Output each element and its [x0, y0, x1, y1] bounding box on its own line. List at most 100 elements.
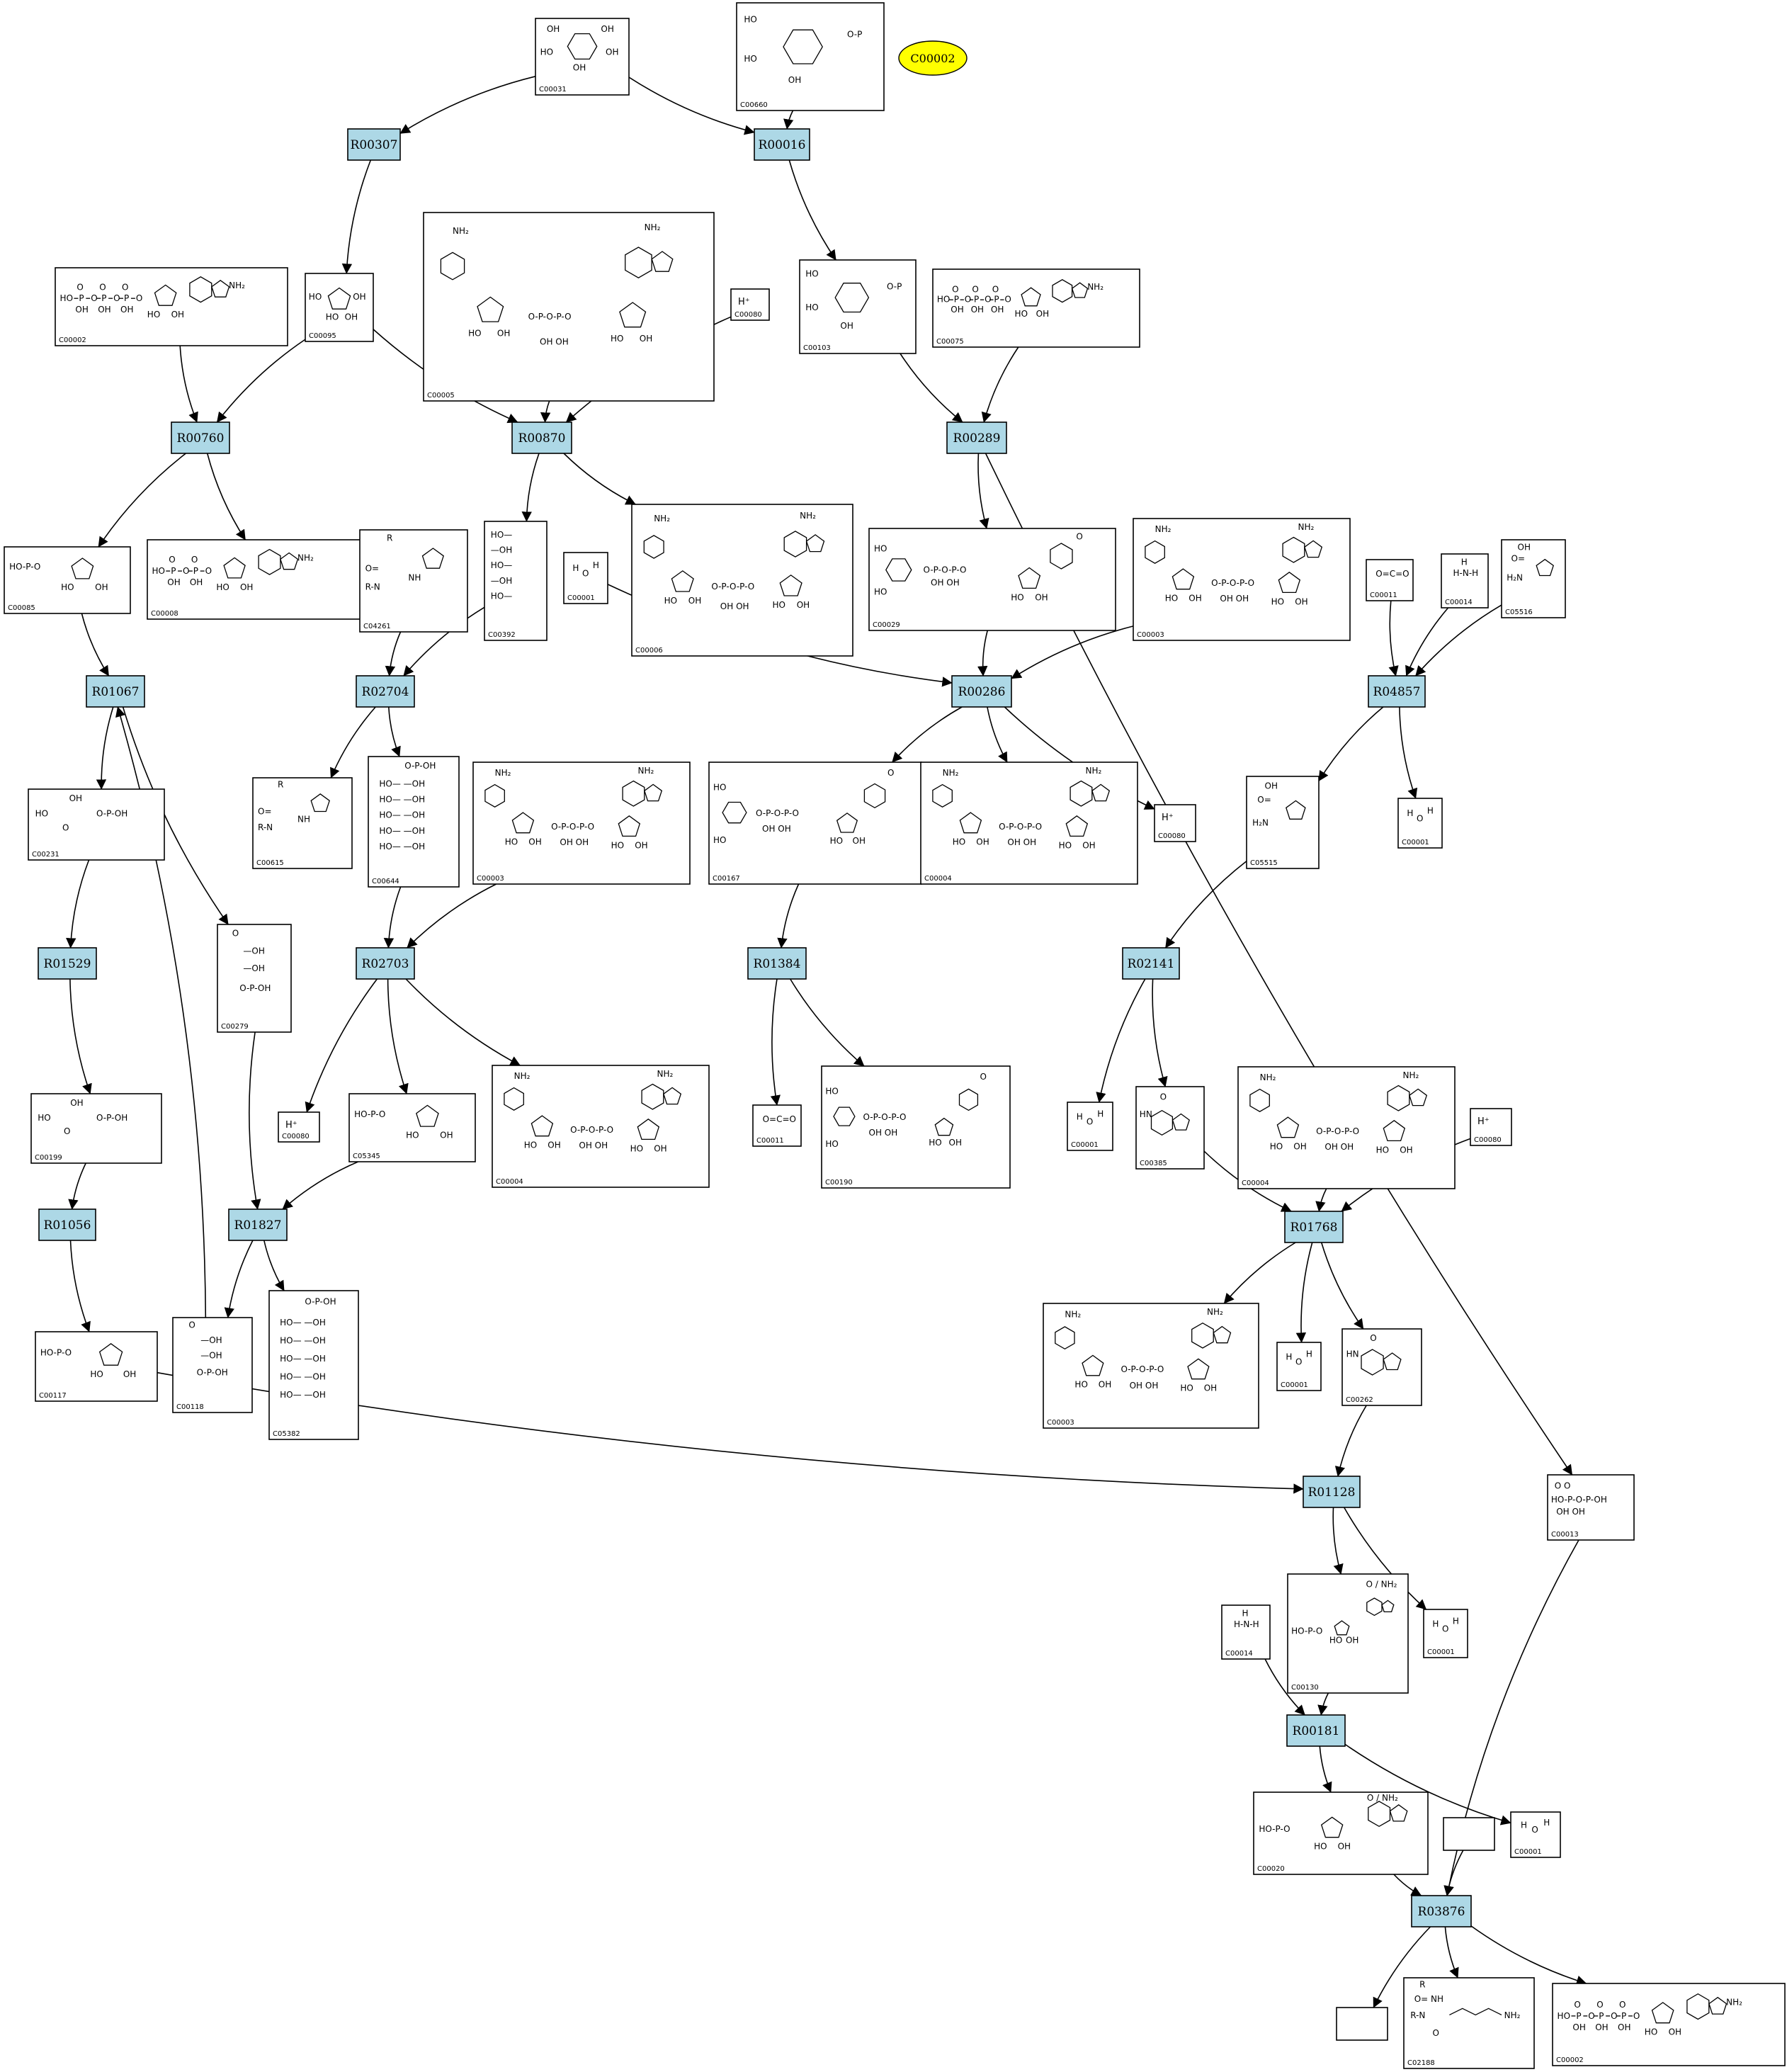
reaction-node[interactable]: R02703 — [356, 947, 415, 980]
reaction-node[interactable]: R01529 — [38, 947, 97, 980]
compound-box — [278, 1111, 320, 1143]
water-icon: HOH — [1432, 1617, 1459, 1634]
reaction-node[interactable]: R04857 — [1368, 675, 1426, 708]
atom-label: O= — [258, 806, 272, 816]
atom-label: —OH — [491, 545, 512, 555]
reaction-edge — [282, 1161, 358, 1210]
reaction-node[interactable]: R01768 — [1284, 1211, 1344, 1243]
compound-box — [1043, 1303, 1259, 1429]
compound-node[interactable]: H⁺C00080 — [1154, 804, 1196, 842]
reaction-node[interactable]: R01384 — [747, 947, 807, 980]
compound-box — [1423, 1609, 1468, 1658]
compound-node[interactable]: H⁺C00080 — [278, 1111, 320, 1143]
reaction-node[interactable]: R02704 — [356, 675, 415, 708]
reaction-node[interactable]: R01067 — [86, 675, 145, 708]
reaction-node[interactable]: R00286 — [951, 675, 1012, 708]
atom-label: NH₂ — [1726, 1998, 1742, 2008]
reaction-node[interactable]: R01128 — [1303, 1476, 1361, 1508]
atom-label: HO — [664, 596, 677, 606]
reaction-node[interactable]: R00289 — [946, 421, 1007, 454]
atom-label: H — [1427, 805, 1434, 815]
compound-box — [563, 552, 608, 604]
reaction-node[interactable]: R01056 — [38, 1208, 96, 1241]
reaction-node[interactable]: R00307 — [347, 128, 401, 161]
reaction-node[interactable]: R00181 — [1286, 1714, 1346, 1747]
reaction-node[interactable]: R01827 — [228, 1208, 288, 1241]
reaction-edge — [1223, 1242, 1296, 1304]
compound-node[interactable] — [1443, 1817, 1495, 1851]
atom-label: —OH — [200, 1351, 222, 1361]
highlight-marker[interactable]: C00002 — [898, 40, 968, 76]
reaction-box — [951, 675, 1012, 708]
reaction-node[interactable]: R00870 — [511, 421, 572, 454]
reaction-node[interactable]: R00760 — [171, 421, 230, 454]
reaction-node[interactable]: R00016 — [754, 128, 810, 161]
atom-label: HO — [309, 292, 322, 302]
compound-node[interactable]: H⁺C00080 — [730, 288, 770, 321]
compound-node[interactable] — [1336, 2007, 1388, 2041]
water-icon: HOH — [1407, 805, 1434, 823]
atom-label: OH OH — [720, 601, 749, 611]
reaction-box — [356, 675, 415, 708]
compound-box — [1336, 2007, 1388, 2041]
atom-label: P — [79, 293, 84, 303]
reaction-edge — [1096, 978, 1146, 1103]
reaction-edge — [1152, 978, 1168, 1087]
reaction-node[interactable]: R03876 — [1411, 1895, 1472, 1927]
reaction-node[interactable]: R02141 — [1122, 947, 1180, 980]
atom-label: HO — [1329, 1635, 1342, 1645]
compound-node[interactable]: H⁺C00080 — [1470, 1108, 1512, 1146]
atom-label: O — [1417, 813, 1423, 823]
